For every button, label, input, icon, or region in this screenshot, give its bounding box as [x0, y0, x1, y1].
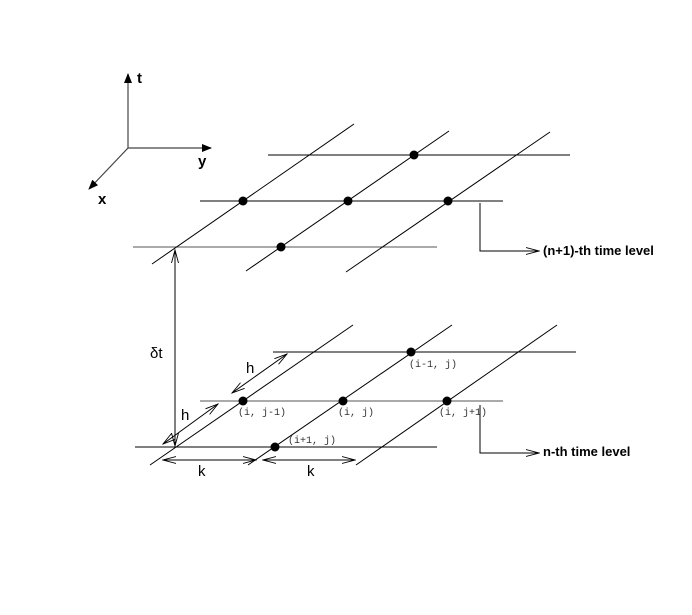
- coordinate-axes: t y x: [88, 70, 212, 208]
- grid-node: [409, 150, 419, 160]
- grid-node: [406, 347, 416, 357]
- grid-node: [270, 442, 280, 452]
- k-label-right: k: [307, 463, 315, 480]
- lower-time-level-label: n-th time level: [543, 444, 630, 459]
- x-axis-label: x: [98, 191, 107, 208]
- node-label: (i, j-1): [238, 407, 286, 419]
- node-label: (i+1, j): [288, 435, 336, 447]
- h-label-lower: h: [181, 407, 189, 424]
- upper-time-level-grid: (n+1)-th time level: [133, 123, 654, 273]
- t-axis-label: t: [137, 70, 142, 87]
- grid-diagonal-line: [355, 324, 558, 466]
- grid-diagonal-line: [247, 324, 453, 466]
- x-axis: [88, 147, 129, 190]
- node-label: (i, j): [338, 407, 374, 419]
- h-dimension-arrow-upper: [232, 354, 287, 393]
- grid-node: [338, 396, 348, 406]
- grid-node: [443, 196, 453, 206]
- lower-time-level-grid: (i-1, j) (i, j-1) (i, j) (i, j+1) (i+1, …: [135, 324, 630, 480]
- node-label: (i-1, j): [409, 359, 457, 371]
- y-axis-label: y: [198, 153, 207, 170]
- upper-time-level-label: (n+1)-th time level: [543, 243, 654, 258]
- grid-node: [238, 396, 248, 406]
- grid-node: [276, 242, 286, 252]
- h-dimension-arrow-lower: [163, 404, 218, 444]
- time-step-dimension: δt: [150, 250, 175, 446]
- grid-node: [442, 396, 452, 406]
- time-level-pointer: [479, 203, 539, 251]
- time-step-label: δt: [150, 345, 163, 362]
- grid-node: [238, 196, 248, 206]
- grid-node: [343, 196, 353, 206]
- k-label-left: k: [198, 463, 206, 480]
- time-level-pointer: [479, 405, 539, 453]
- node-label: (i, j+1): [439, 407, 487, 419]
- h-label-upper: h: [246, 360, 254, 377]
- grid-diagonal-line: [151, 123, 355, 265]
